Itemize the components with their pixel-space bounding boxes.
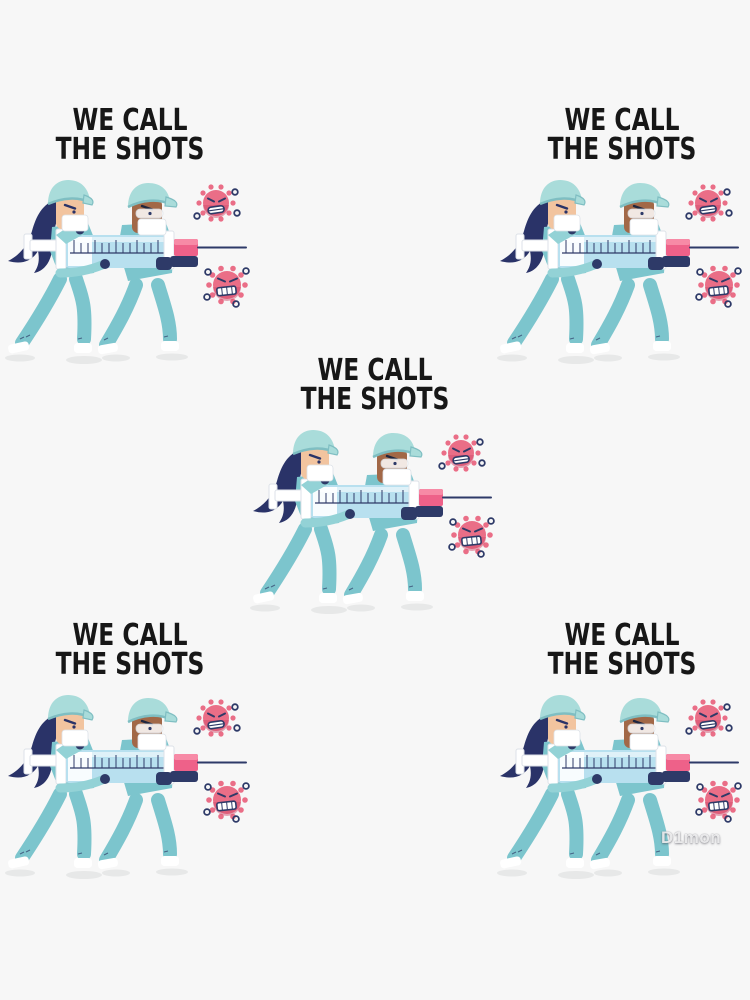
sticker-title-line2: THE SHOTS <box>55 647 205 682</box>
sticker-top-right: WE CALL THE SHOTS <box>487 106 750 373</box>
sticker-title-line2: THE SHOTS <box>55 132 205 167</box>
nurses-syringe-illustration <box>0 688 260 888</box>
sticker-title-line1: WE CALL <box>72 103 188 138</box>
artist-watermark: D1mon <box>661 828 722 847</box>
sticker-title-line2: THE SHOTS <box>547 647 697 682</box>
sticker-title: WE CALL THE SHOTS <box>270 353 481 417</box>
sticker-title-line1: WE CALL <box>317 353 433 388</box>
sticker-title-line1: WE CALL <box>564 618 680 653</box>
sticker-title: WE CALL THE SHOTS <box>517 103 728 167</box>
nurses-syringe-illustration <box>492 688 750 888</box>
sticker-title: WE CALL THE SHOTS <box>25 103 236 167</box>
sticker-bottom-left: WE CALL THE SHOTS <box>0 621 265 888</box>
sticker-bottom-right: WE CALL THE SHOTS <box>487 621 750 888</box>
nurses-syringe-illustration <box>492 173 750 373</box>
sticker-title-line1: WE CALL <box>72 618 188 653</box>
sticker-top-left: WE CALL THE SHOTS <box>0 106 265 373</box>
sticker-title-line2: THE SHOTS <box>300 382 450 417</box>
sticker-title-line2: THE SHOTS <box>547 132 697 167</box>
sticker-title-line1: WE CALL <box>564 103 680 138</box>
nurses-syringe-illustration <box>245 423 505 623</box>
sticker-title: WE CALL THE SHOTS <box>517 618 728 682</box>
nurses-syringe-illustration <box>0 173 260 373</box>
sticker-title: WE CALL THE SHOTS <box>25 618 236 682</box>
sticker-center: WE CALL THE SHOTS <box>240 356 510 623</box>
